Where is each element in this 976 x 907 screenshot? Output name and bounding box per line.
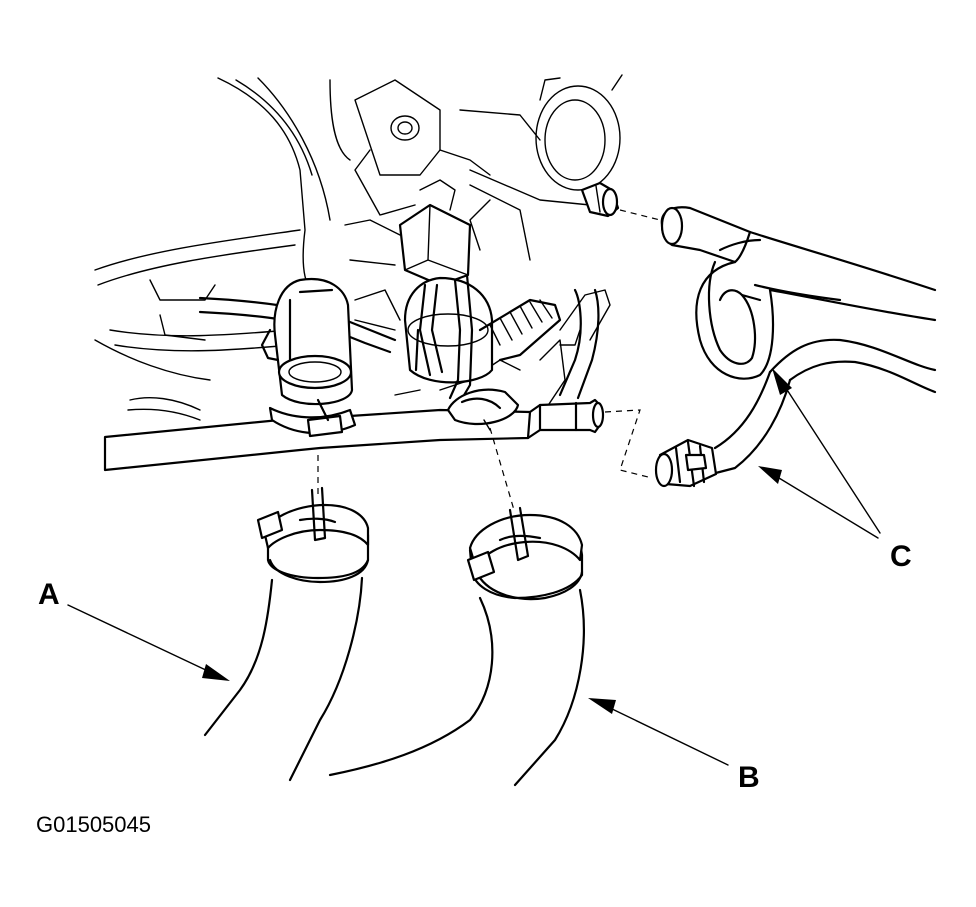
installed-clamp-b [446,388,520,431]
installed-clamp-a [268,398,357,438]
coolant-pipe [103,398,605,472]
heater-hoses-c [654,206,937,488]
nipple-fitting [580,181,620,218]
label-a: A [38,578,60,611]
hose-a [203,486,370,782]
alignment-lines [317,209,661,511]
label-c: C [890,540,912,573]
side-pipe [558,288,600,400]
callout-arrows [67,368,881,766]
label-b: B [738,761,760,794]
left-outlet-pipe [260,277,354,406]
figure-code: G01505045 [36,812,151,837]
engine-background [94,74,623,421]
hose-b [328,506,585,787]
